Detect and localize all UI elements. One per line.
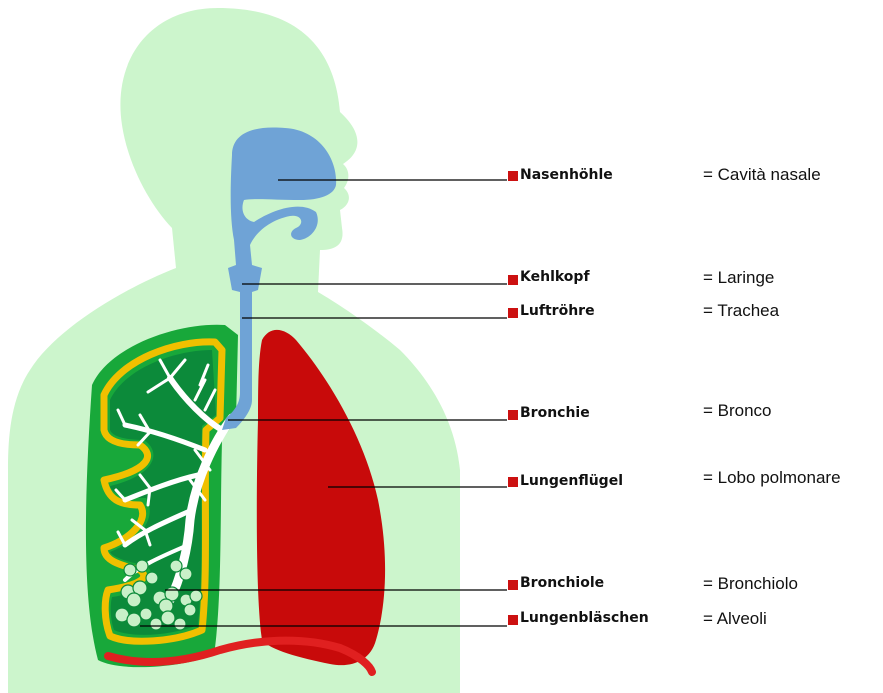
label-it-alveoli: = Alveoli — [703, 609, 767, 629]
marker-bronchus — [508, 410, 518, 420]
label-it-bronchus: = Bronco — [703, 401, 772, 421]
label-de-larynx: Kehlkopf — [520, 269, 590, 285]
marker-nasal — [508, 171, 518, 181]
label-it-bronchiole: = Bronchiolo — [703, 574, 798, 594]
marker-lung — [508, 477, 518, 487]
label-it-trachea: = Trachea — [703, 301, 779, 321]
label-de-trachea: Luftröhre — [520, 303, 595, 319]
label-de-lung: Lungenflügel — [520, 473, 623, 489]
label-de-bronchus: Bronchie — [520, 405, 590, 421]
marker-bronchiole — [508, 580, 518, 590]
label-de-bronchiole: Bronchiole — [520, 575, 604, 591]
label-it-larynx: = Laringe — [703, 268, 774, 288]
marker-larynx — [508, 275, 518, 285]
label-it-nasal: = Cavità nasale — [703, 165, 821, 185]
marker-trachea — [508, 308, 518, 318]
marker-alveoli — [508, 615, 518, 625]
label-de-nasal: Nasenhöhle — [520, 167, 613, 183]
label-it-lung: = Lobo polmonare — [703, 468, 841, 488]
label-de-alveoli: Lungenbläschen — [520, 610, 649, 626]
